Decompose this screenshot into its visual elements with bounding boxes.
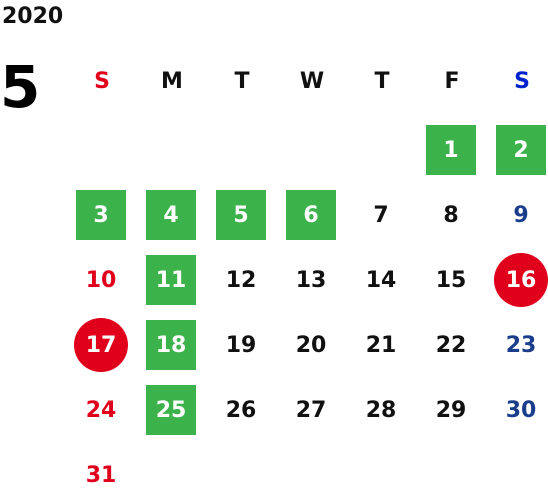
day-cell-4: 4: [146, 190, 196, 240]
day-cell-1: 1: [426, 125, 476, 175]
day-cell-15: 15: [435, 267, 467, 293]
day-cell-26: 26: [225, 397, 257, 423]
day-cell-16: 16: [494, 253, 548, 307]
weekday-monday: M: [161, 68, 183, 94]
day-cell-31: 31: [85, 462, 117, 488]
day-cell-28: 28: [365, 397, 397, 423]
day-cell-9: 9: [513, 202, 529, 228]
day-cell-30: 30: [505, 397, 537, 423]
day-cell-27: 27: [295, 397, 327, 423]
day-cell-8: 8: [443, 202, 459, 228]
day-cell-11: 11: [146, 255, 196, 305]
day-cell-6: 6: [286, 190, 336, 240]
day-cell-13: 13: [295, 267, 327, 293]
weekday-tuesday: T: [234, 68, 250, 94]
day-cell-3: 3: [76, 190, 126, 240]
day-cell-21: 21: [365, 332, 397, 358]
day-cell-19: 19: [225, 332, 257, 358]
day-cell-14: 14: [365, 267, 397, 293]
day-cell-5: 5: [216, 190, 266, 240]
day-cell-22: 22: [435, 332, 467, 358]
day-cell-25: 25: [146, 385, 196, 435]
weekday-friday: F: [444, 68, 460, 94]
weekday-saturday: S: [514, 68, 530, 94]
day-cell-12: 12: [225, 267, 257, 293]
day-cell-17: 17: [74, 318, 128, 372]
weekday-thursday: T: [374, 68, 390, 94]
day-cell-23: 23: [505, 332, 537, 358]
month-label: 5: [0, 53, 41, 121]
day-cell-29: 29: [435, 397, 467, 423]
day-cell-24: 24: [85, 397, 117, 423]
day-cell-20: 20: [295, 332, 327, 358]
weekday-wednesday: W: [299, 68, 325, 94]
weekday-sunday: S: [94, 68, 110, 94]
year-label: 2020: [2, 4, 64, 29]
day-cell-10: 10: [85, 267, 117, 293]
day-cell-7: 7: [373, 202, 389, 228]
day-cell-2: 2: [496, 125, 546, 175]
day-cell-18: 18: [146, 320, 196, 370]
